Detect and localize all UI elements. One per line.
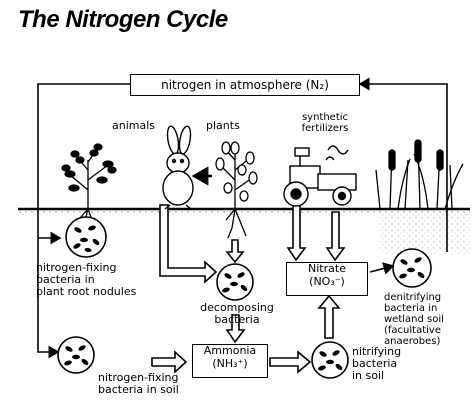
plant-illustration (215, 141, 258, 239)
fertilizers-label-line2: fertilizers (301, 123, 349, 134)
plants-label: plants (206, 119, 240, 132)
nitrifying-label: nitrifying bacteria in soil (352, 345, 402, 383)
root-nodule-bacteria-circle (65, 216, 107, 258)
decomposing-label: decomposing bacteria (198, 301, 276, 327)
nitrate-line1: Nitrate (308, 262, 346, 275)
rabbit-illustration (162, 125, 194, 210)
nitrate-box: Nitrate (NO₃⁻) (286, 262, 368, 296)
nitrifying-bacteria-circle (311, 341, 349, 379)
fertilizers-label: synthetic fertilizers (290, 112, 360, 134)
tractor-illustration (283, 145, 357, 207)
fertilizers-label-line1: synthetic (301, 112, 349, 123)
soil-fixing-bacteria-circle (57, 336, 95, 374)
wetland-soil (380, 214, 470, 254)
denitrifying-bacteria-circle (392, 248, 432, 288)
atmosphere-box: nitrogen in atmosphere (N₂) (130, 74, 360, 96)
hollow-arrows (151, 204, 346, 374)
denitrifying-line3: wetland soil (384, 314, 444, 325)
nitrifying-line2: bacteria (352, 357, 398, 371)
ammonia-line2: (NH₃⁺) (212, 356, 248, 370)
cycle-arrows (37, 77, 448, 359)
atmosphere-label: nitrogen in atmosphere (N₂) (161, 78, 329, 92)
soil-fixing-label: nitrogen-fixing bacteria in soil (98, 371, 179, 397)
nitrifying-line3: in soil (352, 369, 385, 383)
decomposing-bacteria-circle (216, 263, 254, 301)
ammonia-box: Ammonia (NH₃⁺) (192, 344, 268, 378)
decomposing-line1: decomposing (200, 301, 274, 314)
denitrifying-line2: bacteria in (384, 303, 438, 314)
decomposing-line2: bacteria (214, 313, 260, 327)
root-nodules-line3: plant root nodules (36, 285, 137, 299)
root-nodules-label: nitrogen-fixing bacteria in plant root n… (36, 261, 137, 299)
soil-fixing-line1: nitrogen-fixing (98, 371, 179, 384)
ground-line (18, 207, 470, 215)
nitrate-line2: (NO₃⁻) (309, 274, 345, 288)
root-nodules-line2: bacteria in (36, 273, 95, 287)
soil-fixing-line2: bacteria in soil (98, 383, 179, 397)
ammonia-line1: Ammonia (203, 344, 257, 357)
denitrifying-line4: (facultative (384, 325, 441, 336)
denitrifying-label: denitrifying bacteria in wetland soil (f… (384, 292, 470, 347)
animals-label: animals (112, 119, 156, 132)
denitrifying-line5: anaerobes) (384, 336, 441, 347)
denitrifying-line1: denitrifying (384, 292, 442, 303)
root-nodules-line1: nitrogen-fixing (36, 261, 117, 274)
legume-plant-illustration (61, 143, 117, 229)
cattail-illustration (375, 139, 464, 210)
nitrifying-line1: nitrifying (352, 345, 402, 358)
diagram-title: The Nitrogen Cycle (18, 6, 228, 33)
